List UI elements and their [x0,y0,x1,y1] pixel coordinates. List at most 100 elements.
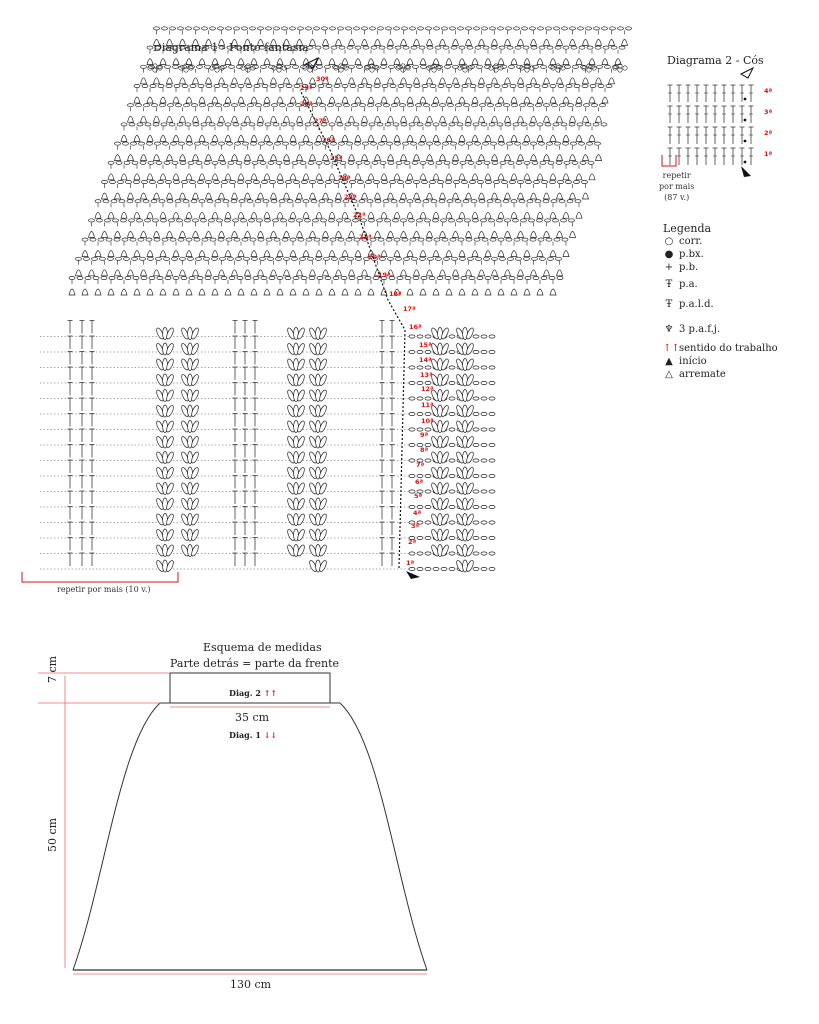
row-number: 3ª [411,522,420,530]
chain-stitch [504,122,512,127]
chain-stitch [486,199,494,204]
row-number: 13ª [420,371,433,379]
chain-stitch [445,180,452,184]
chain-stitch [249,26,256,31]
cluster-stitch [393,135,401,142]
chain-stitch [125,180,132,184]
chain-stitch [378,45,386,50]
chain-stitch [552,122,560,127]
chain-stitch [488,122,496,127]
chain-stitch [476,64,483,69]
cluster-stitch [471,288,479,296]
chain-stitch [480,412,488,416]
chain-stitch [450,141,457,146]
cluster-stitch [504,231,511,238]
cluster-stitch [406,288,414,296]
chain-stitch [472,443,480,447]
chain-stitch [578,45,586,50]
chain-stitch [131,160,139,165]
chain-stitch [221,180,228,184]
chain-stitch [465,237,473,242]
cluster-stitch [335,39,342,46]
chain-stitch [401,237,409,242]
cluster-stitch [504,39,511,46]
cluster-stitch [181,420,189,433]
chain-stitch [267,256,274,261]
chain-stitch [489,26,496,31]
cluster-stitch [172,135,180,142]
chain-stitch [389,180,396,184]
chain-stitch [452,276,460,280]
cluster-stitch [426,154,433,161]
chain-stitch [357,180,364,184]
chain-stitch [329,237,337,242]
chain-stitch [298,141,305,146]
direction-up-icon: ↑↑ [263,688,278,698]
diagram2-chart [667,84,754,165]
chain-stitch [384,122,392,127]
cluster-stitch [185,211,193,219]
cluster-stitch [466,374,474,386]
chain-stitch [480,458,488,463]
cluster-stitch [608,77,615,85]
chain-stitch [452,64,459,69]
chain-stitch [255,103,262,108]
chain-stitch [258,45,266,50]
chain-stitch [485,180,492,184]
cluster-stitch [107,211,115,219]
cluster-stitch [348,77,355,85]
chain-stitch [226,141,233,146]
cluster-stitch [510,135,518,142]
cluster-stitch [466,436,474,448]
chain-stitch [395,256,402,261]
chain-stitch [222,199,230,204]
cluster-stitch [374,154,381,161]
cluster-stitch [191,482,199,495]
cluster-stitch [530,192,537,200]
chain-stitch [491,256,498,261]
cluster-stitch [296,115,303,123]
chain-stitch [468,276,476,280]
picot-stitch [462,67,468,73]
chain-stitch [408,218,415,223]
chain-stitch [284,276,292,280]
chain-stitch [357,84,365,88]
cluster-stitch [536,288,544,296]
picot-stitch [214,67,220,73]
cluster-stitch [297,358,305,371]
row-number: 12ª [421,385,434,393]
chain-stitch [583,103,590,108]
cluster-stitch [536,173,544,181]
cluster-stitch [322,39,329,46]
chain-stitch [472,218,479,223]
cluster-stitch [166,231,173,238]
cluster-stitch [263,96,271,104]
chain-stitch [474,141,481,146]
cluster-stitch [517,77,524,85]
chain-stitch [352,218,359,223]
cluster-stitch [140,154,147,161]
chain-stitch [475,160,483,165]
cluster-stitch [556,115,563,123]
chain-stitch [408,567,416,571]
chain-stitch [424,474,432,478]
chain-stitch [83,256,90,261]
cluster-stitch [517,115,524,123]
chain-stitch [310,199,318,204]
chain-stitch [601,26,608,31]
chain-stitch [416,520,424,525]
cluster-stitch [431,467,439,479]
cluster-stitch [185,250,193,257]
chain-stitch [415,103,422,108]
chain-stitch [189,180,196,184]
chain-stitch [550,199,558,204]
chain-stitch [414,199,422,204]
cluster-stitch [287,498,295,510]
chain-stitch [291,256,298,261]
cluster-stitch [456,327,464,340]
cluster-stitch [211,288,219,296]
chain-stitch [292,276,300,280]
cluster-stitch [445,173,453,181]
cluster-stitch [224,58,232,65]
picot-stitch [364,65,370,71]
